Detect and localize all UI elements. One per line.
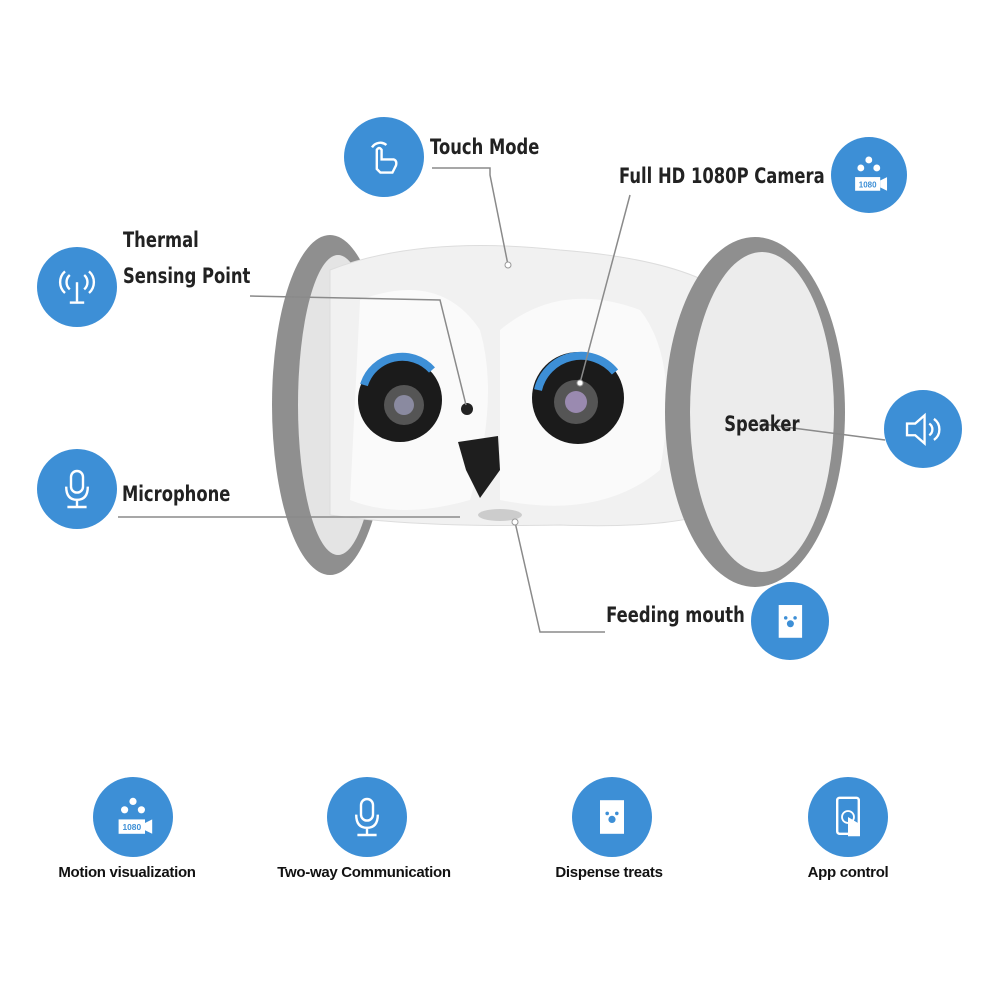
camera-1080-icon: 1080 [831,137,907,213]
microphone-icon [327,777,407,857]
treat-bag-icon [751,582,829,660]
leader-lines [118,167,886,633]
feature-label-motion: Motion visualization [58,864,196,881]
camera-1080-icon: 1080 [93,777,173,857]
treat-bag-icon [572,777,652,857]
touch-mode-label: Touch Mode [430,135,540,159]
microphone-icon [37,449,117,529]
antenna-signal-icon [37,247,117,327]
phone-touch-icon [808,777,888,857]
touch-hand-icon [344,117,424,197]
feature-label-dispense: Dispense treats [555,864,663,881]
feature-label-two-way: Two-way Communication [277,864,451,881]
speaker-label: Speaker [724,412,800,436]
feeding-mouth-label: Feeding mouth [606,603,745,627]
feature-label-app: App control [807,864,889,881]
beak [458,436,500,498]
camera-label: Full HD 1080P Camera [619,164,825,188]
microphone-label: Microphone [122,482,231,506]
thermal-label-line2: Sensing Point [123,264,251,288]
svg-text:1080: 1080 [122,822,141,832]
svg-text:1080: 1080 [859,181,877,190]
thermal-label-line1: Thermal [123,228,199,252]
speaker-icon [884,390,962,468]
thermal-sensor [461,403,473,415]
